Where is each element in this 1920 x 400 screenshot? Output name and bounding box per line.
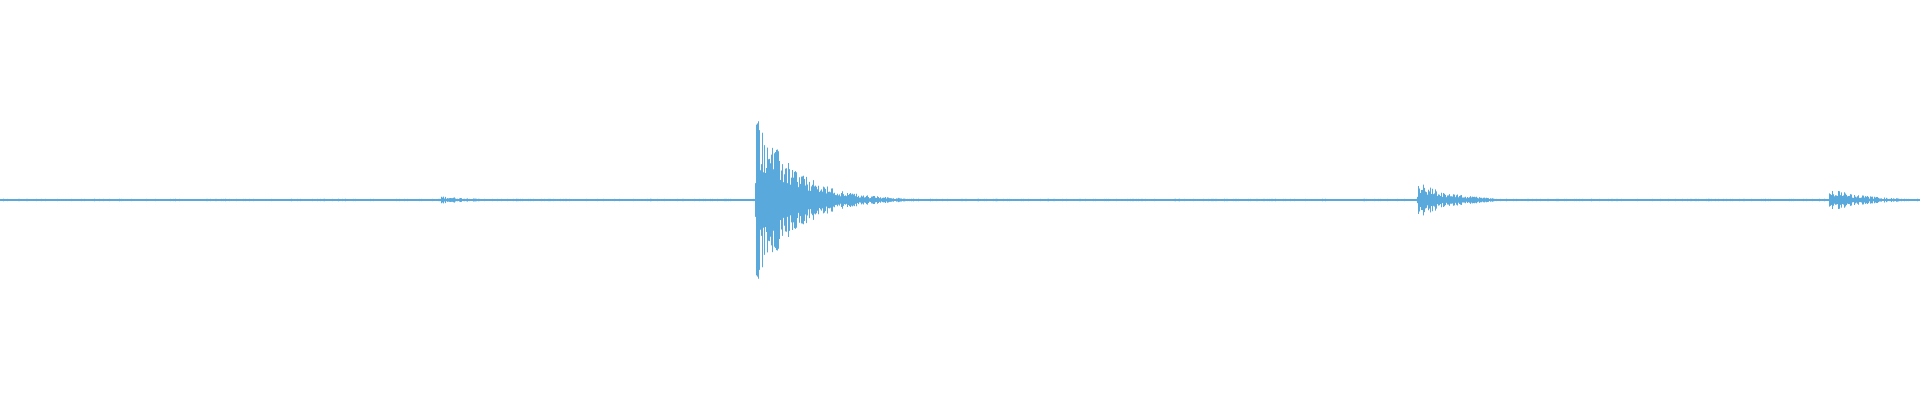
waveform-samples (0, 121, 1920, 279)
